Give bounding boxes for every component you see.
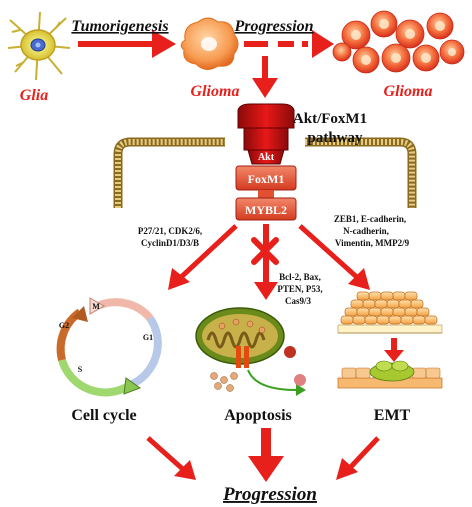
mybl2-box: MYBL2	[235, 197, 297, 221]
mitochondria-icon	[195, 307, 306, 396]
emt-mesenchymal-cells-icon	[337, 360, 443, 389]
progression-bottom-label: Progression	[222, 484, 317, 505]
phase-m: M	[92, 302, 100, 311]
emt-down-arrow	[384, 338, 404, 362]
akt-label: Akt	[258, 152, 275, 163]
arrow-to-emt	[298, 224, 370, 290]
phase-g2: G2	[59, 321, 69, 330]
foxm1-label: FoxM1	[248, 172, 285, 186]
glia-label: Glia	[20, 87, 48, 104]
inhibition-x-icon	[251, 237, 279, 265]
apoptosis-genes-line3: Cas9/3	[285, 296, 312, 306]
pathway-title-line1: Akt/FoxM1	[293, 111, 367, 127]
tumorigenesis-label: Tumorigenesis	[71, 18, 168, 35]
emt-epithelial-cells-icon	[340, 291, 438, 325]
foxm1-box: FoxM1	[235, 165, 297, 191]
emt-label: EMT	[374, 407, 411, 424]
arrow-emt-to-progression	[336, 436, 380, 480]
cell-cycle-genes-line2: CyclinD1/D3/B	[141, 238, 199, 248]
cell-membrane	[113, 137, 417, 208]
progression-dashed-arrow	[244, 30, 334, 58]
glioma-cluster-icon	[332, 10, 465, 74]
akt-receptor-icon: Akt	[237, 103, 295, 165]
down-arrow-top	[252, 56, 278, 98]
mybl2-label: MYBL2	[245, 203, 287, 217]
apoptosis-genes-line1: Bcl-2, Bax,	[279, 272, 321, 282]
connector	[258, 190, 274, 198]
glioma-cell-icon	[180, 17, 239, 70]
emt-basement-layer	[337, 324, 443, 334]
cell-cycle-genes-line1: P27/21, CDK2/6,	[138, 226, 202, 236]
glioma-label-1: Glioma	[191, 83, 240, 100]
apoptosis-genes-line2: PTEN, P53,	[277, 284, 322, 294]
tumorigenesis-arrow	[78, 30, 176, 58]
pathway-title-line2: pathway	[307, 130, 363, 146]
apoptosis-label: Apoptosis	[224, 407, 292, 424]
emt-genes-line1: ZEB1, E-cadherin,	[334, 214, 406, 224]
arrow-apoptosis-to-progression	[248, 428, 284, 482]
progression-top-label: Progression	[233, 18, 313, 35]
emt-genes-line2: N-cadherin,	[343, 226, 389, 236]
emt-genes-line3: Vimentin, MMP2/9	[335, 238, 410, 248]
arrow-to-cell-cycle	[168, 224, 238, 290]
cell-cycle-icon: M G1 S G2	[56, 297, 162, 397]
cell-cycle-label: Cell cycle	[71, 407, 136, 424]
phase-g1: G1	[143, 333, 153, 342]
glia-cell-icon	[7, 11, 71, 81]
arrow-cell-cycle-to-progression	[146, 436, 196, 480]
glioma-label-2: Glioma	[384, 83, 433, 100]
phase-s: S	[78, 365, 83, 374]
